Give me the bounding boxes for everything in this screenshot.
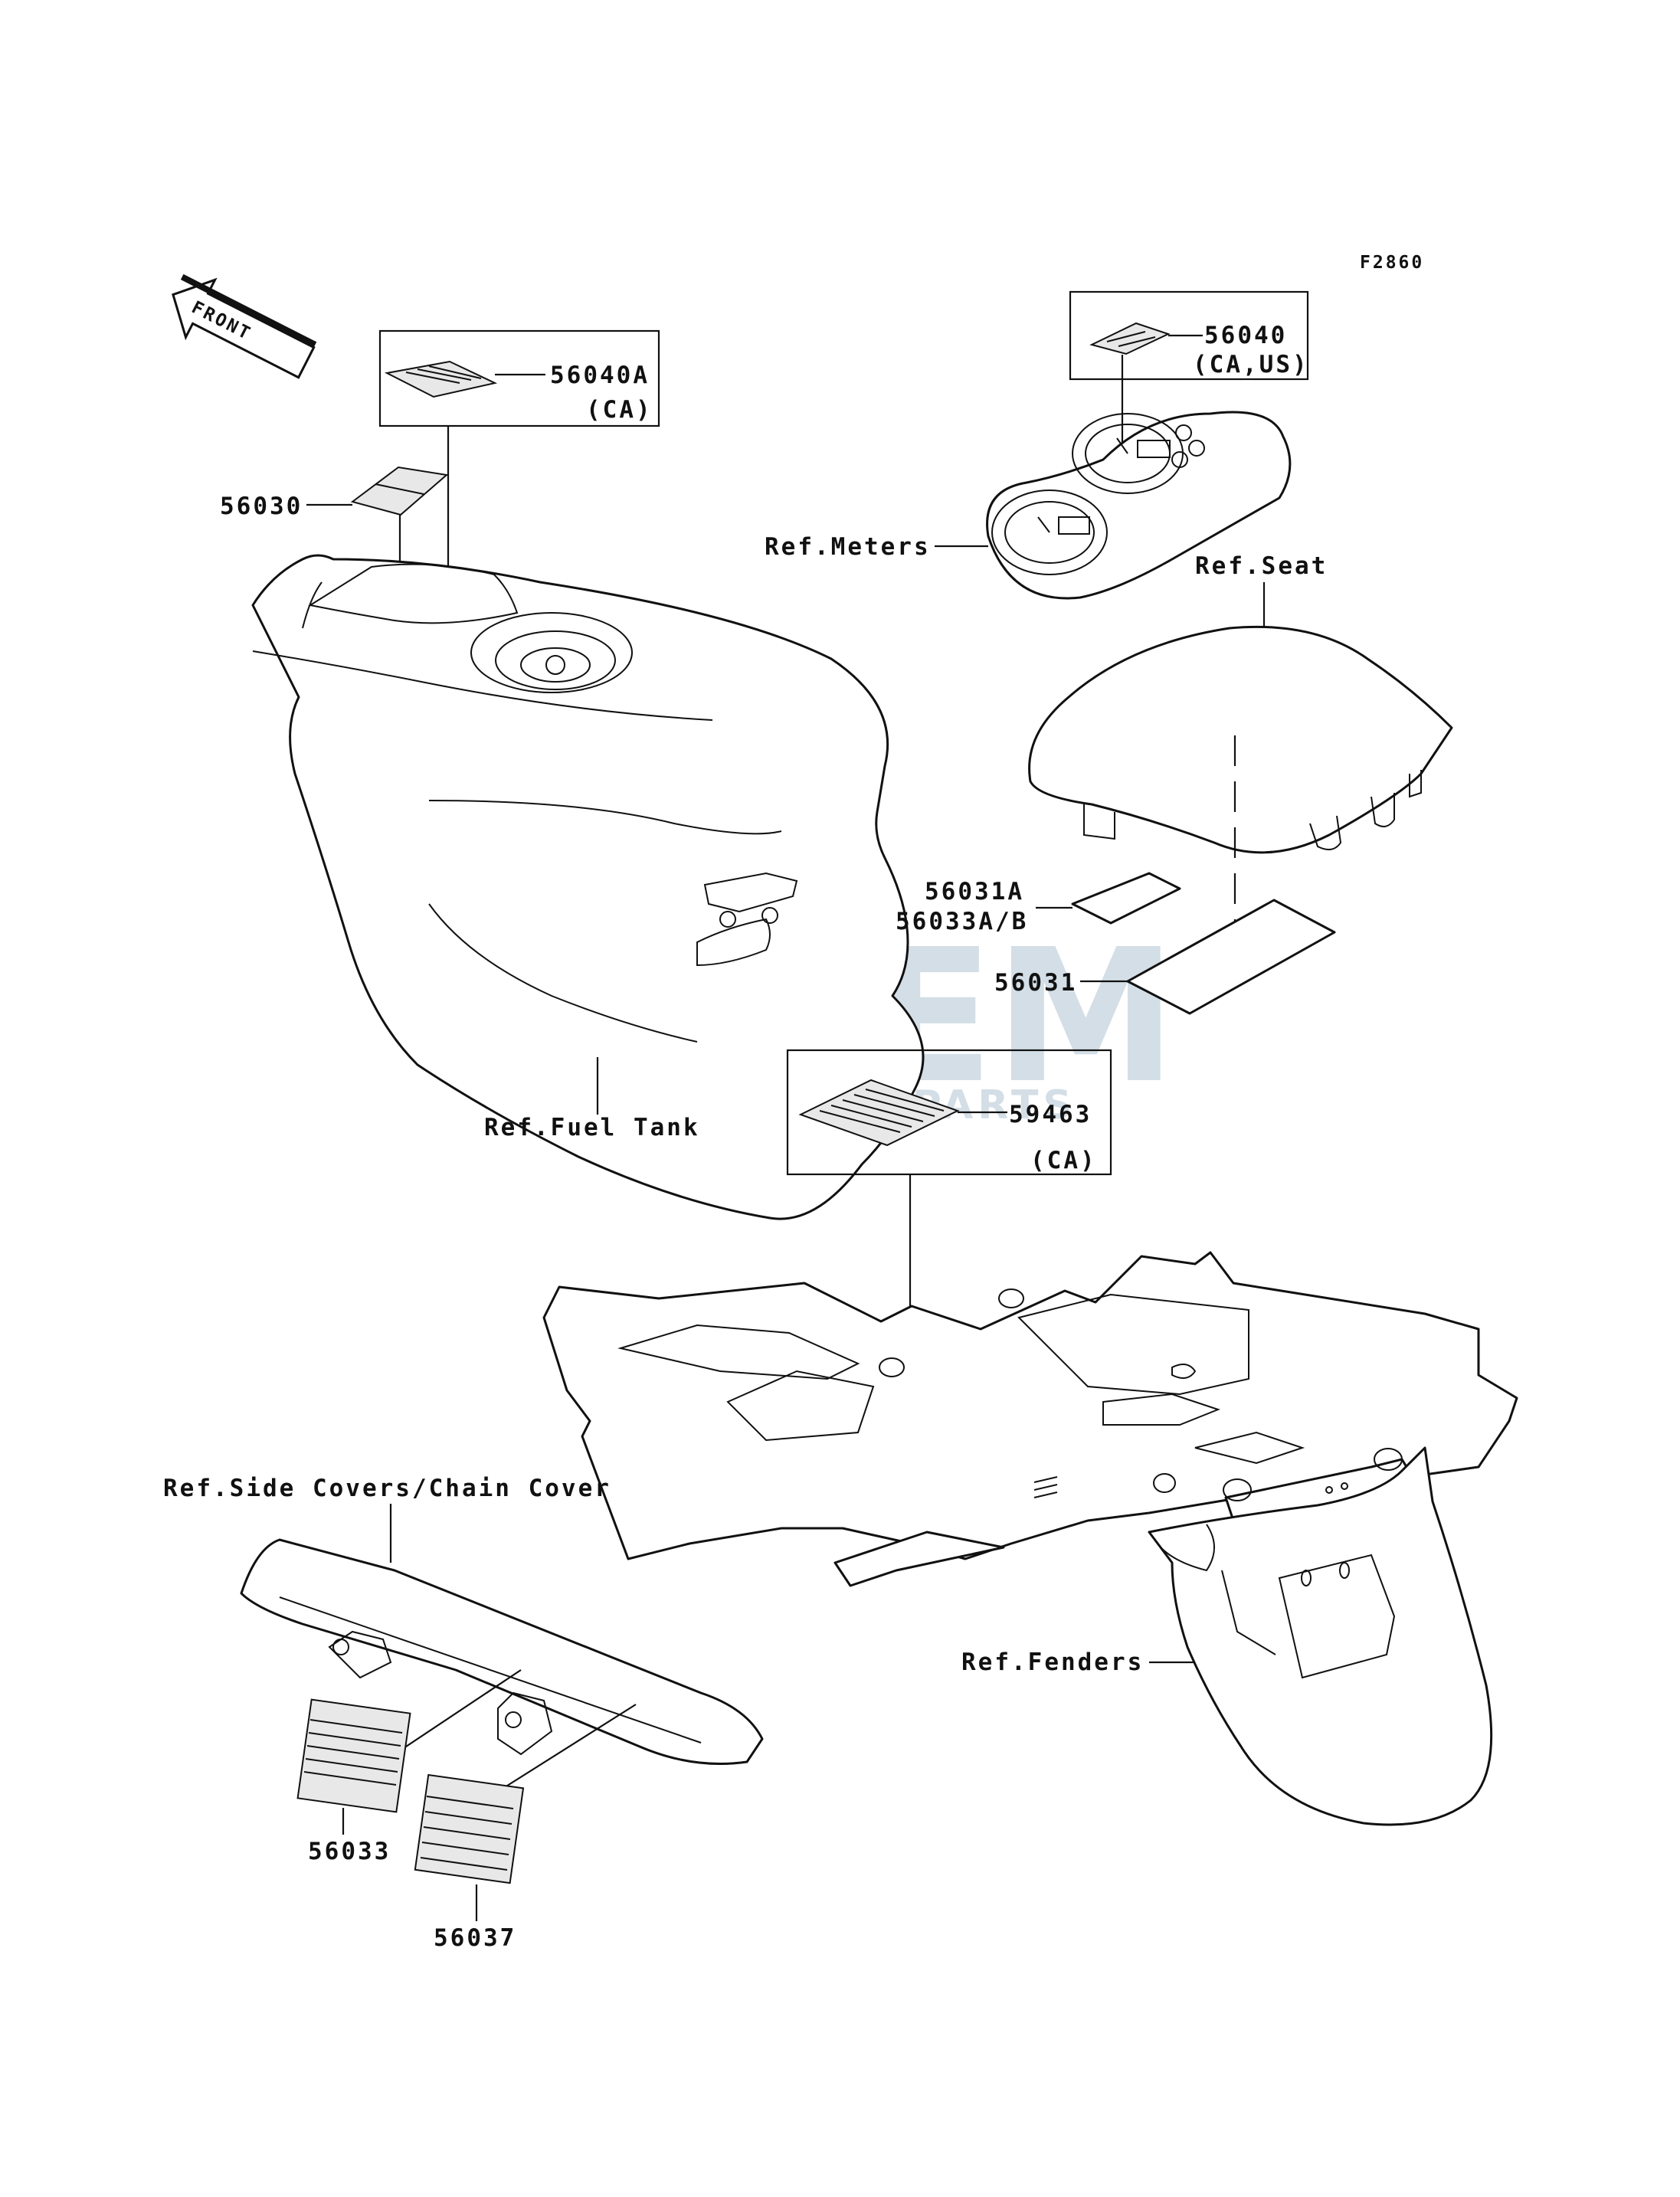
seat: Ref.Seat [1028, 552, 1453, 961]
ref-seat: Ref.Seat [1195, 552, 1328, 580]
ref-meters: Ref.Meters [765, 533, 931, 561]
decal-56031 [1126, 899, 1336, 1015]
part-number-56040: 56040 [1204, 322, 1287, 349]
part-number-56030: 56030 [220, 493, 303, 520]
callout-box-56040 [1069, 290, 1309, 381]
callout-box-59463 [786, 1049, 1112, 1176]
decal-56040 [1089, 322, 1171, 355]
label-56033-group: 56033 [296, 1698, 411, 1865]
front-arrow: FRONT [172, 273, 317, 379]
callout-box-56040a [378, 329, 660, 427]
label-56037-group: 56037 [414, 1773, 525, 1952]
ref-fuel-tank: Ref.Fuel Tank [484, 1114, 700, 1141]
decal-56031a [1071, 872, 1181, 925]
ref-fenders: Ref.Fenders [961, 1649, 1144, 1676]
ref-side-covers: Ref.Side Covers/Chain Cover [163, 1475, 611, 1502]
part-note-59463: (CA) [1030, 1147, 1097, 1174]
part-note-56040: (CA,US) [1193, 351, 1309, 378]
rear-fender: Ref.Fenders [961, 1446, 1493, 1826]
part-number-56033ab: 56033A/B [896, 908, 1028, 935]
label-56030-group: 56030 [220, 426, 450, 605]
decal-59463 [798, 1079, 960, 1147]
label-59463-group: 59463 (CA) [786, 1049, 1112, 1455]
decal-56030 [350, 466, 449, 516]
part-number-56040a: 56040A [550, 362, 650, 389]
label-56031-group: 56031 [994, 899, 1336, 1015]
figure-code: F2860 [1360, 253, 1424, 273]
part-number-56033: 56033 [308, 1838, 391, 1865]
part-number-56037: 56037 [434, 1924, 516, 1952]
part-note-56040a: (CA) [586, 396, 653, 424]
part-number-56031a: 56031A [925, 878, 1024, 905]
instrument-cluster: Ref.Meters [765, 411, 1292, 600]
label-56040a-group: 56040A (CA) [378, 329, 660, 427]
fuel-tank: Ref.Fuel Tank [251, 554, 925, 1220]
side-cover: Ref.Side Covers/Chain Cover [163, 1475, 764, 1797]
decal-56033 [296, 1698, 411, 1813]
part-number-56031: 56031 [994, 969, 1077, 997]
part-number-59463: 59463 [1009, 1101, 1092, 1128]
decal-56037 [414, 1773, 525, 1884]
label-56040-group: 56040 (CA,US) [1069, 290, 1309, 463]
label-56031a-group: 56031A 56033A/B [896, 872, 1181, 935]
